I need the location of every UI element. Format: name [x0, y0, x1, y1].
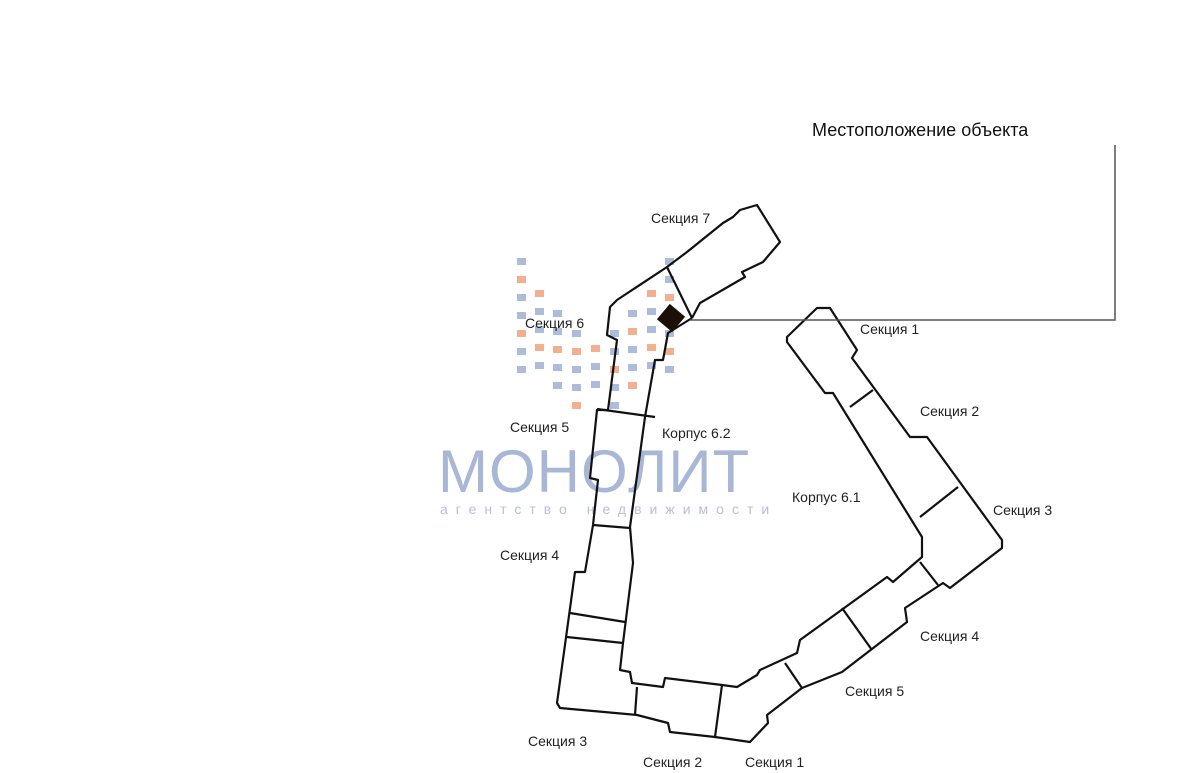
- watermark-tagline: агентство недвижимости: [440, 501, 777, 517]
- leader-line: [690, 145, 1116, 321]
- section-label: Секция 7: [651, 210, 710, 226]
- watermark-dot: [572, 384, 581, 391]
- watermark-dot: [665, 258, 674, 265]
- section-dividers: [566, 266, 959, 738]
- section-label: Секция 3: [528, 733, 587, 749]
- watermark-dot: [553, 364, 562, 371]
- watermark-dot: [591, 345, 600, 352]
- watermark-dot: [572, 348, 581, 355]
- watermark-dot: [628, 328, 637, 335]
- watermark-dot: [517, 348, 526, 355]
- watermark-dot: [553, 310, 562, 317]
- watermark-dot: [665, 366, 674, 373]
- section-label: Секция 4: [920, 628, 979, 644]
- watermark-dot: [647, 290, 656, 297]
- section-label: Секция 5: [510, 419, 569, 435]
- watermark-dot: [665, 330, 674, 337]
- watermark-dot: [553, 328, 562, 335]
- watermark-dot: [535, 362, 544, 369]
- building-outer-wall: [555, 203, 1004, 744]
- watermark-dot: [647, 344, 656, 351]
- watermark-dot: [628, 382, 637, 389]
- watermark-dot: [535, 308, 544, 315]
- watermark-dot: [647, 308, 656, 315]
- watermark-dot: [628, 310, 637, 317]
- watermark-dot: [517, 312, 526, 319]
- watermark-dot: [572, 366, 581, 373]
- section-label: Секция 4: [500, 547, 559, 563]
- object-location-label: Местоположение объекта: [812, 120, 1029, 140]
- watermark-dot: [535, 290, 544, 297]
- watermark-dot: [591, 381, 600, 388]
- watermark-dot: [572, 330, 581, 337]
- section-label: Секция 1: [860, 321, 919, 337]
- section-label: Секция 3: [993, 502, 1052, 518]
- watermark-dot: [610, 384, 619, 391]
- watermark-dot: [553, 382, 562, 389]
- watermark-dot: [610, 366, 619, 373]
- section-label: Секция 2: [643, 754, 702, 770]
- watermark-dot: [665, 294, 674, 301]
- section-label: Секция 5: [845, 683, 904, 699]
- watermark-dot: [647, 362, 656, 369]
- watermark-dot: [610, 330, 619, 337]
- watermark-dot: [517, 366, 526, 373]
- section-label: Секция 6: [525, 315, 584, 331]
- watermark-dot: [517, 276, 526, 283]
- section-label: Секция 2: [920, 403, 979, 419]
- watermark-dot: [665, 348, 674, 355]
- section-label: Секция 1: [745, 754, 804, 770]
- watermark-dot: [517, 330, 526, 337]
- watermark-dot: [628, 364, 637, 371]
- watermark-dot: [665, 276, 674, 283]
- watermark-logo-pattern: [517, 258, 674, 409]
- watermark-dot: [591, 363, 600, 370]
- watermark-dot: [517, 294, 526, 301]
- watermark-dot: [628, 346, 637, 353]
- watermark-dot: [517, 258, 526, 265]
- building-label: Корпус 6.2: [662, 425, 731, 441]
- object-location-marker: [656, 303, 686, 333]
- watermark-dot: [535, 326, 544, 333]
- watermark-dot: [553, 346, 562, 353]
- watermark-dot: [647, 326, 656, 333]
- watermark-dot: [572, 402, 581, 409]
- building-label: Корпус 6.1: [792, 489, 861, 505]
- watermark-dot: [535, 344, 544, 351]
- watermark-dot: [610, 402, 619, 409]
